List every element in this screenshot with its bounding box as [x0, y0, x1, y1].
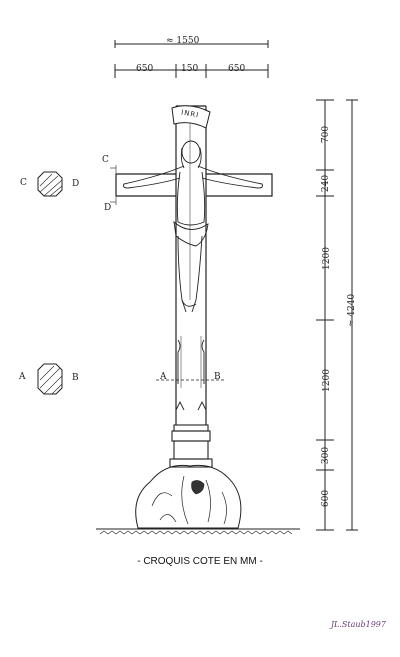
arm-height-label: 240 [321, 174, 332, 193]
section-label-b: B [214, 372, 221, 382]
height-dimension-lines [316, 99, 358, 531]
section-label-a: A [160, 372, 167, 382]
cross-upright [175, 105, 207, 425]
cross-arms [110, 165, 273, 205]
center-width-label: 150 [181, 64, 199, 74]
lower-shaft-height-label: 1200 [321, 369, 332, 392]
section-ab-octagon [37, 363, 63, 395]
left-arm-width-label: 650 [136, 64, 154, 74]
inri-plaque [171, 105, 211, 129]
total-width-label: ≈ 1550 [166, 36, 200, 46]
section-label-c: C [102, 155, 109, 165]
right-arm-width-label: 650 [228, 64, 246, 74]
section-label-d: D [104, 203, 112, 213]
top-section-height-label: 700 [321, 125, 332, 144]
rock-base [135, 464, 242, 529]
drawing-caption: - CROQUIS COTE EN MM - [137, 556, 263, 567]
upper-shaft-height-label: 1200 [321, 247, 332, 270]
upright-ornament [156, 336, 226, 411]
pedestal-height-label: 300 [321, 446, 332, 465]
width-dimension-lines [114, 40, 269, 78]
author-signature: JL.Staub1997 [330, 620, 386, 629]
octagon-label-d: D [72, 179, 80, 189]
octagon-label-a: A [19, 372, 26, 382]
octagon-label-b: B [72, 373, 79, 383]
corpus-figure [123, 140, 263, 313]
base-height-label: 600 [321, 489, 332, 508]
total-height-label: ≈ 4240 [347, 293, 358, 328]
ground-line [96, 528, 300, 535]
section-cd-octagon [37, 171, 63, 197]
pedestal [169, 424, 213, 468]
octagon-label-c: C [20, 178, 27, 188]
